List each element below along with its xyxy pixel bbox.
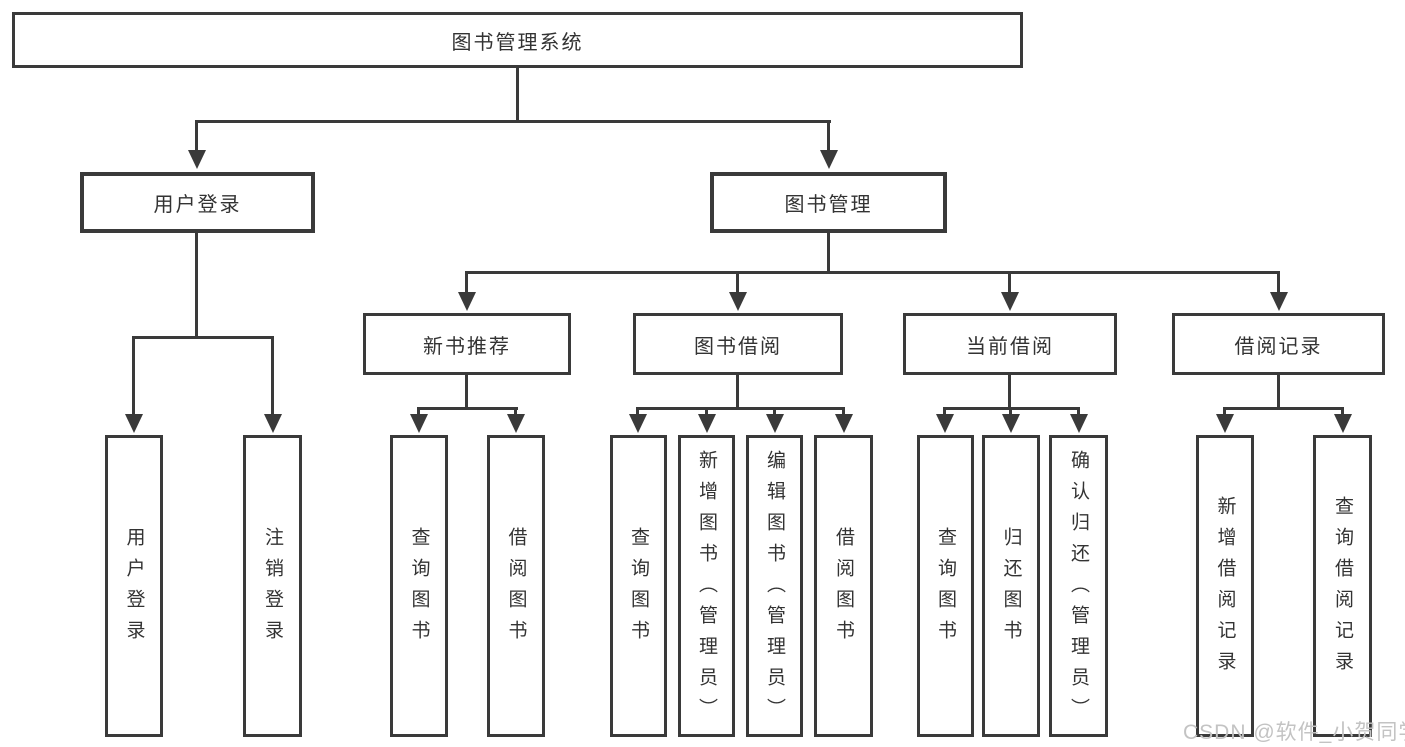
arrow-down-icon [1216,414,1234,433]
connector-drop [1223,407,1226,415]
arrow-down-icon [936,414,954,433]
connector-drop-leaf-user-login [132,336,135,415]
arrow-down-icon [1002,414,1020,433]
connector-level2-rail [195,120,831,123]
connector-drop [1341,407,1344,415]
arrow-down-icon [507,414,525,433]
connector-drop [1009,407,1012,415]
connector-drop-leaf-logout [271,336,274,415]
connector-drop-book-management [827,120,830,151]
arrow-down-icon [458,292,476,311]
node-library-management-system: 图书管理系统 [12,12,1023,68]
leaf-return-books: 归还图书 [982,435,1040,737]
leaf-confirm-return-admin: 确认归还（管理员） [1049,435,1108,737]
node-user-login: 用户登录 [80,172,315,233]
node-borrow-records: 借阅记录 [1172,313,1385,375]
connector-drop-book-borrow [736,271,739,293]
connector-user-login-stem [195,231,198,338]
connector-new-book-stem [465,373,468,410]
node-current-borrow: 当前借阅 [903,313,1117,375]
arrow-down-icon [1334,414,1352,433]
connector-drop [514,407,517,415]
connector-user-login-rail [132,336,274,339]
connector-drop-user-login [195,120,198,151]
arrow-down-icon [188,150,206,169]
connector-borrow-records-stem [1277,373,1280,410]
arrow-down-icon [264,414,282,433]
arrow-down-icon [766,414,784,433]
node-book-management: 图书管理 [710,172,947,233]
arrow-down-icon [629,414,647,433]
arrow-down-icon [410,414,428,433]
arrow-down-icon [1070,414,1088,433]
leaf-user-login: 用户登录 [105,435,163,737]
connector-borrow-records-rail [1223,407,1344,410]
arrow-down-icon [125,414,143,433]
connector-book-borrow-stem [736,373,739,410]
leaf-query-books-current: 查询图书 [917,435,974,737]
arrow-down-icon [698,414,716,433]
node-book-borrow: 图书借阅 [633,313,843,375]
leaf-borrow-books: 借阅图书 [814,435,873,737]
connector-drop [943,407,946,415]
arrow-down-icon [820,150,838,169]
node-new-book-recommend: 新书推荐 [363,313,571,375]
connector-drop-new-book [465,271,468,293]
connector-root-stem [516,66,519,122]
arrow-down-icon [1270,292,1288,311]
leaf-borrow-books-recommend: 借阅图书 [487,435,545,737]
leaf-edit-book-admin: 编辑图书（管理员） [746,435,803,737]
connector-book-borrow-rail [636,407,845,410]
connector-drop [1077,407,1080,415]
arrow-down-icon [835,414,853,433]
arrow-down-icon [1001,292,1019,311]
csdn-watermark: CSDN @软件_小贺同学 [1183,721,1405,744]
leaf-query-borrow-record: 查询借阅记录 [1313,435,1372,737]
leaf-logout: 注销登录 [243,435,302,737]
leaf-query-books-recommend: 查询图书 [390,435,448,737]
leaf-add-book-admin: 新增图书（管理员） [678,435,735,737]
connector-drop [773,407,776,415]
connector-book-management-stem [827,231,830,273]
connector-drop [705,407,708,415]
connector-drop-current-borrow [1008,271,1011,293]
arrow-down-icon [729,292,747,311]
leaf-add-borrow-record: 新增借阅记录 [1196,435,1254,737]
connector-level3-rail [465,271,1280,274]
connector-new-book-rail [417,407,518,410]
connector-drop-borrow-records [1277,271,1280,293]
connector-drop [842,407,845,415]
leaf-query-books-borrow: 查询图书 [610,435,667,737]
connector-drop [636,407,639,415]
connector-current-borrow-stem [1008,373,1011,410]
connector-drop [417,407,420,415]
